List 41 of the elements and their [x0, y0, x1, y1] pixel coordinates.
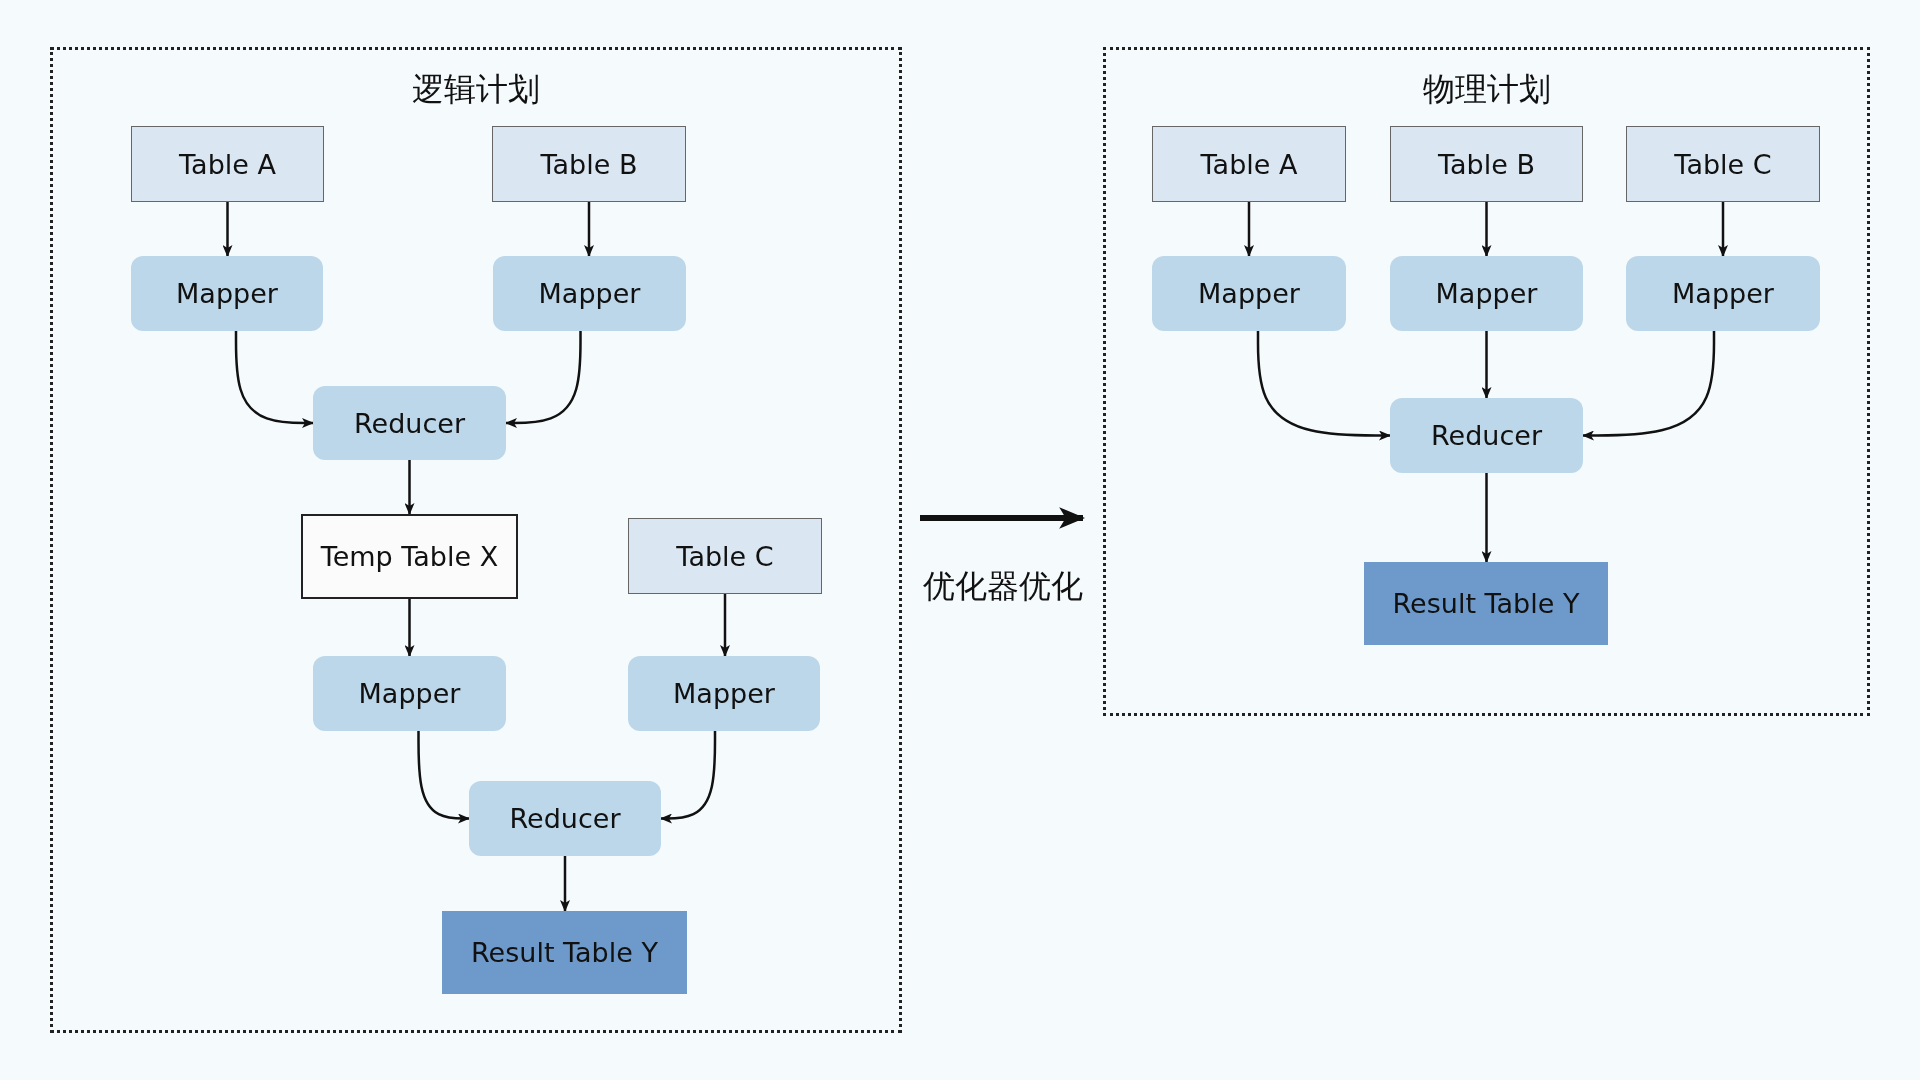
arrow: [1481, 473, 1492, 563]
dashed-group-frame: [1103, 47, 1870, 716]
process-box: Mapper: [1626, 256, 1820, 331]
arrow: [1244, 202, 1254, 257]
arrow: [1256, 331, 1391, 441]
arrow: [404, 599, 415, 657]
arrow: [404, 460, 415, 515]
arrow: [920, 507, 1086, 529]
arrow: [417, 731, 470, 824]
arrow: [505, 331, 582, 428]
process-box: Mapper: [131, 256, 323, 331]
group-title: 逻辑计划: [411, 69, 541, 110]
process-box: Reducer: [469, 781, 661, 856]
arrow: [560, 856, 570, 912]
process-box: Mapper: [628, 656, 820, 731]
table-box: Table B: [1390, 126, 1583, 202]
arrow: [234, 331, 314, 428]
process-box: Reducer: [1390, 398, 1583, 473]
process-box: Reducer: [313, 386, 506, 460]
arrow: [1582, 331, 1716, 441]
process-box: Mapper: [493, 256, 686, 331]
table-box: Table A: [131, 126, 324, 202]
table-box: Table A: [1152, 126, 1346, 202]
result-table-box: Result Table Y: [442, 911, 687, 994]
process-box: Mapper: [1390, 256, 1583, 331]
arrow: [222, 202, 233, 257]
process-box: Mapper: [313, 656, 506, 731]
arrow: [660, 731, 717, 824]
arrow: [720, 594, 730, 657]
result-table-box: Result Table Y: [1364, 562, 1608, 645]
arrow: [1481, 202, 1492, 257]
table-box: Table B: [492, 126, 686, 202]
arrow: [584, 202, 594, 257]
dashed-group-frame: [50, 47, 902, 1033]
table-box: Table C: [628, 518, 822, 594]
process-box: Mapper: [1152, 256, 1346, 331]
table-box: Table C: [1626, 126, 1820, 202]
arrow: [1481, 331, 1492, 399]
arrow: [1718, 202, 1728, 257]
group-title: 物理计划: [1421, 69, 1552, 110]
temp-table-box: Temp Table X: [301, 514, 518, 599]
